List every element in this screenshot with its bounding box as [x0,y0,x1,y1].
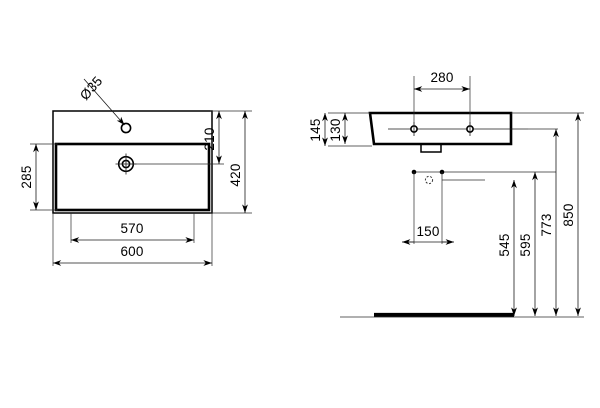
dim-label-850: 850 [561,203,576,226]
side-elevation-view: 280 145 130 150 [308,70,584,318]
dim-label-773: 773 [539,213,554,236]
dim-label-545: 545 [497,233,512,256]
dim-label-285: 285 [19,165,34,188]
dim-label-150: 150 [416,224,439,239]
dim-label-210: 210 [202,127,217,150]
tap-hole-icon [120,122,132,134]
hidden-waste-hole-icon [424,175,434,185]
plan-outer-body [52,110,213,214]
plan-basin-well [54,142,211,212]
diameter-leader-line [83,78,125,126]
dim-label-130: 130 [328,118,343,141]
side-basin-body [368,111,513,146]
dim-label-595: 595 [518,233,533,256]
dim-label-145: 145 [308,118,323,141]
dim-label-420: 420 [228,163,243,186]
dim-label-570: 570 [120,221,143,236]
side-waste-outlet [420,145,442,153]
dim-label-600: 600 [120,244,143,259]
top-plan-view: Ø35 285 210 420 570 [19,73,252,266]
dim-label-280: 280 [430,70,453,85]
